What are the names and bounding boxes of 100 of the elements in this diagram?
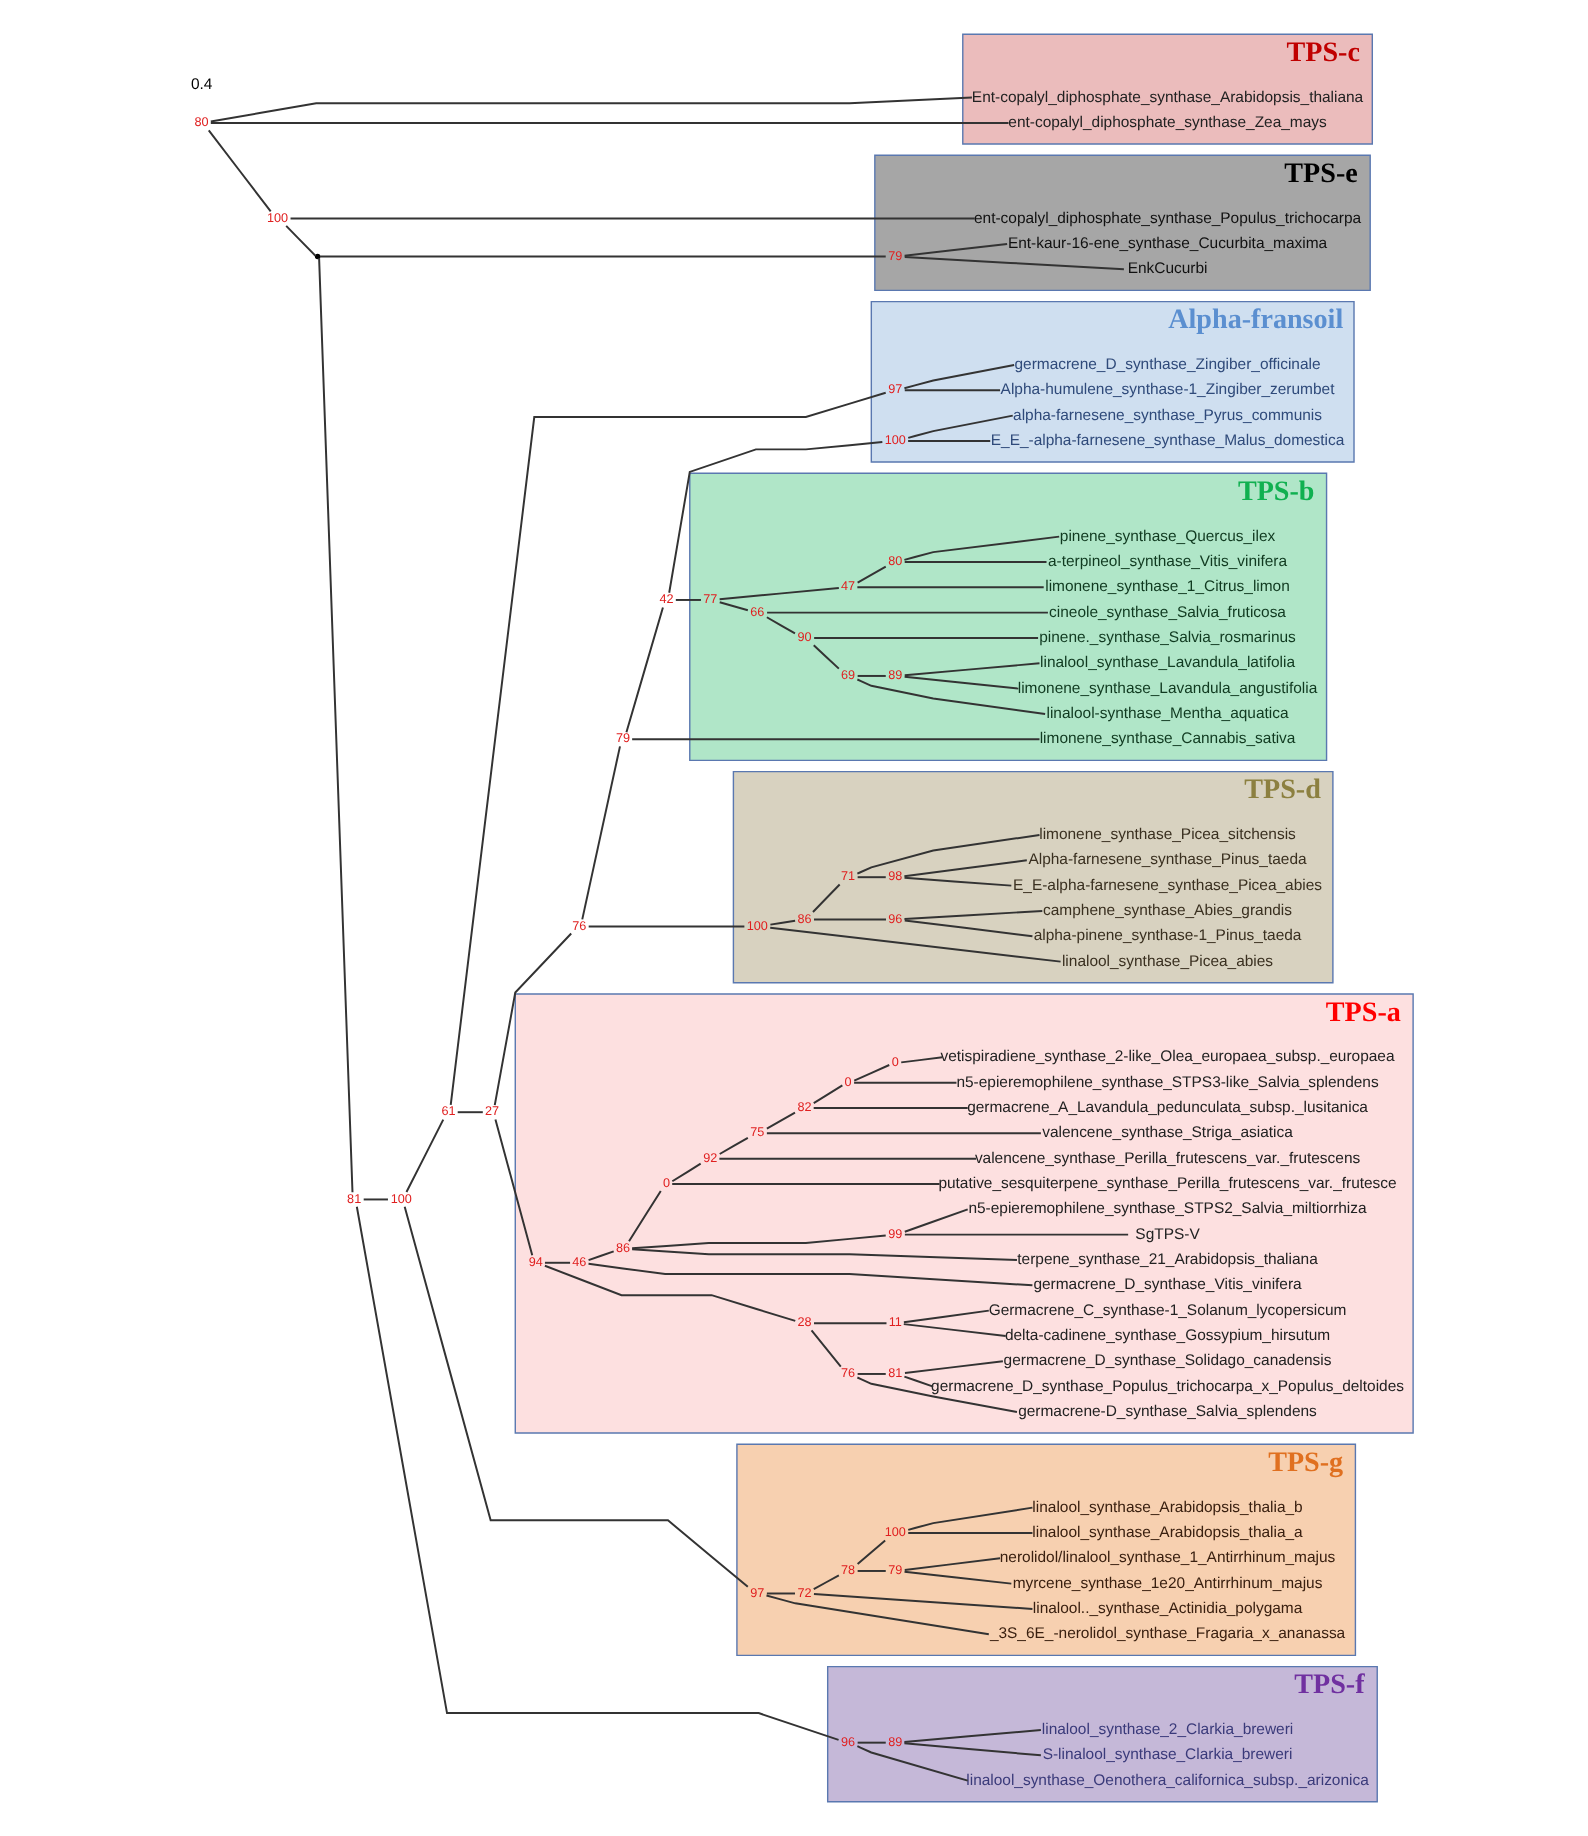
node-text: n5-epieremophilene_synthase_STPS3-like_Salvia_splendens [956, 1072, 1379, 1091]
connector [587, 1262, 1034, 1287]
connector [903, 909, 1044, 920]
connector [907, 439, 992, 442]
connector [671, 1162, 702, 1183]
node-text: ent-copalyl_diphosphate_synthase_Zea_mays [1008, 112, 1327, 131]
node-text: linalool-synthase_Mentha_aquatica [1046, 703, 1289, 722]
connector [543, 1264, 797, 1322]
connector [403, 1205, 749, 1588]
connector [543, 1261, 572, 1264]
connector [769, 919, 797, 926]
connector [856, 678, 1047, 715]
connector [812, 1593, 1034, 1610]
connector [671, 1183, 941, 1185]
connector [903, 1729, 1042, 1743]
node-text: putative_sesquiterpene_synthase_Perilla_frutescens_var._frutesce [938, 1173, 1397, 1192]
connector [902, 1309, 990, 1324]
connector [853, 1064, 891, 1082]
connector [812, 883, 841, 914]
connector [285, 224, 317, 257]
node-text: valencene_synthase_Perilla_frutescens_var._frutescens [974, 1148, 1361, 1167]
node-text: Alpha-farnesene_synthase_Pinus_taeda [1028, 850, 1307, 869]
node-text: S-linalool_synthase_Clarkia_breweri [1042, 1745, 1293, 1764]
node-text: linalool.._synthase_Actinidia_polygama [1032, 1598, 1303, 1617]
connector [856, 1741, 887, 1744]
connector [765, 1132, 1042, 1135]
connector [625, 606, 664, 734]
connector [903, 1375, 935, 1388]
connector [856, 834, 1041, 875]
connector [765, 1111, 796, 1130]
connector [903, 675, 1020, 690]
connector [903, 560, 1048, 563]
node-text: pinene_synthase_Quercus_ilex [1059, 526, 1276, 545]
connector [903, 876, 1013, 887]
connector [856, 1372, 887, 1375]
connector [907, 1506, 1034, 1531]
connector [904, 1360, 1004, 1374]
connector [813, 1322, 888, 1325]
connector [903, 859, 1028, 878]
node-text: a-terpineol_synthase_Vitis_vinifera [1047, 551, 1288, 570]
connector [587, 1250, 615, 1262]
node-text: alpha-pinene_synthase-1_Pinus_taeda [1033, 926, 1302, 945]
connector [856, 1745, 969, 1782]
connector [362, 1198, 389, 1201]
connector [766, 611, 1049, 614]
connector [581, 745, 621, 921]
connector [765, 1592, 796, 1595]
node-text: camphene_synthase_Abies_grandis [1043, 900, 1292, 919]
connector [856, 586, 1045, 589]
connector [907, 414, 1014, 439]
connector [765, 616, 796, 635]
connector [903, 1557, 1002, 1571]
connector [856, 674, 887, 677]
connector [856, 565, 887, 584]
node-text: Germacrene_C_synthase-1_Solanum_lycopersicum [988, 1300, 1347, 1319]
connector [813, 636, 1040, 639]
node-text: delta-cadinene_synthase_Gossypium_hirsutum [1004, 1325, 1331, 1344]
connector [900, 1056, 944, 1064]
connector [318, 257, 354, 1194]
node-text: limonene_synthase_Lavandula_angustifolia [1017, 678, 1318, 697]
connector [587, 925, 746, 928]
connector [903, 1208, 969, 1233]
node-text: limonene_synthase_1_Citrus_limon [1045, 577, 1290, 596]
connector [494, 1118, 534, 1257]
node-point [314, 253, 321, 260]
node-text: limonene_synthase_Picea_sitchensis [1039, 824, 1296, 843]
connector [812, 1107, 969, 1109]
node-text: myrcene_synthase_1e20_Antirrhinum_majus [1012, 1573, 1323, 1592]
connector [903, 1742, 1042, 1757]
connector [903, 919, 1034, 938]
connector [493, 932, 573, 1107]
connector [631, 738, 1041, 741]
connector [903, 256, 1125, 271]
connector [674, 598, 702, 601]
node-text: linalool_synthase_Arabidopsis_thalia_a [1032, 1522, 1303, 1541]
connector [903, 1570, 1013, 1585]
node-text: germacrene_D_synthase_Zingiber_officinale [1014, 354, 1321, 373]
connector [765, 1594, 990, 1636]
connector [903, 1233, 1130, 1236]
connector [209, 121, 1010, 124]
node-text: Ent-kaur-16-ene_synthase_Cucurbita_maxima [1007, 233, 1328, 252]
connector [405, 1118, 445, 1193]
node-text: linalool_synthase_Arabidopsis_thalia_b [1032, 1497, 1303, 1516]
node-text: _3S_6E_-nerolidol_synthase_Fragaria_x_ananassa [989, 1624, 1346, 1643]
node-text: linalool_synthase_Oenothera_californica_subsp._arizonica [966, 1770, 1369, 1789]
connector [631, 1248, 1018, 1261]
connector [903, 363, 1016, 390]
connector [903, 389, 1002, 392]
connector [856, 1539, 887, 1565]
connector [628, 1189, 662, 1243]
node-text: cineole_synthase_Salvia_fruticosa [1049, 602, 1286, 621]
node-text: alpha-farnesene_synthase_Pyrus_communis [1013, 405, 1323, 424]
node-text: n5-epieremophilene_synthase_STPS2_Salvia_miltiorrhiza [968, 1199, 1367, 1218]
node-text: linalool_synthase_Lavandula_latifolia [1040, 653, 1296, 672]
node-text: Alpha-humulene_synthase-1_Zingiber_zerumbet [1000, 380, 1335, 399]
node-text: limonene_synthase_Cannabis_sativa [1039, 729, 1296, 748]
connector [718, 1157, 978, 1160]
connector [853, 1081, 958, 1084]
connector [812, 1574, 840, 1591]
connector [903, 535, 1061, 561]
